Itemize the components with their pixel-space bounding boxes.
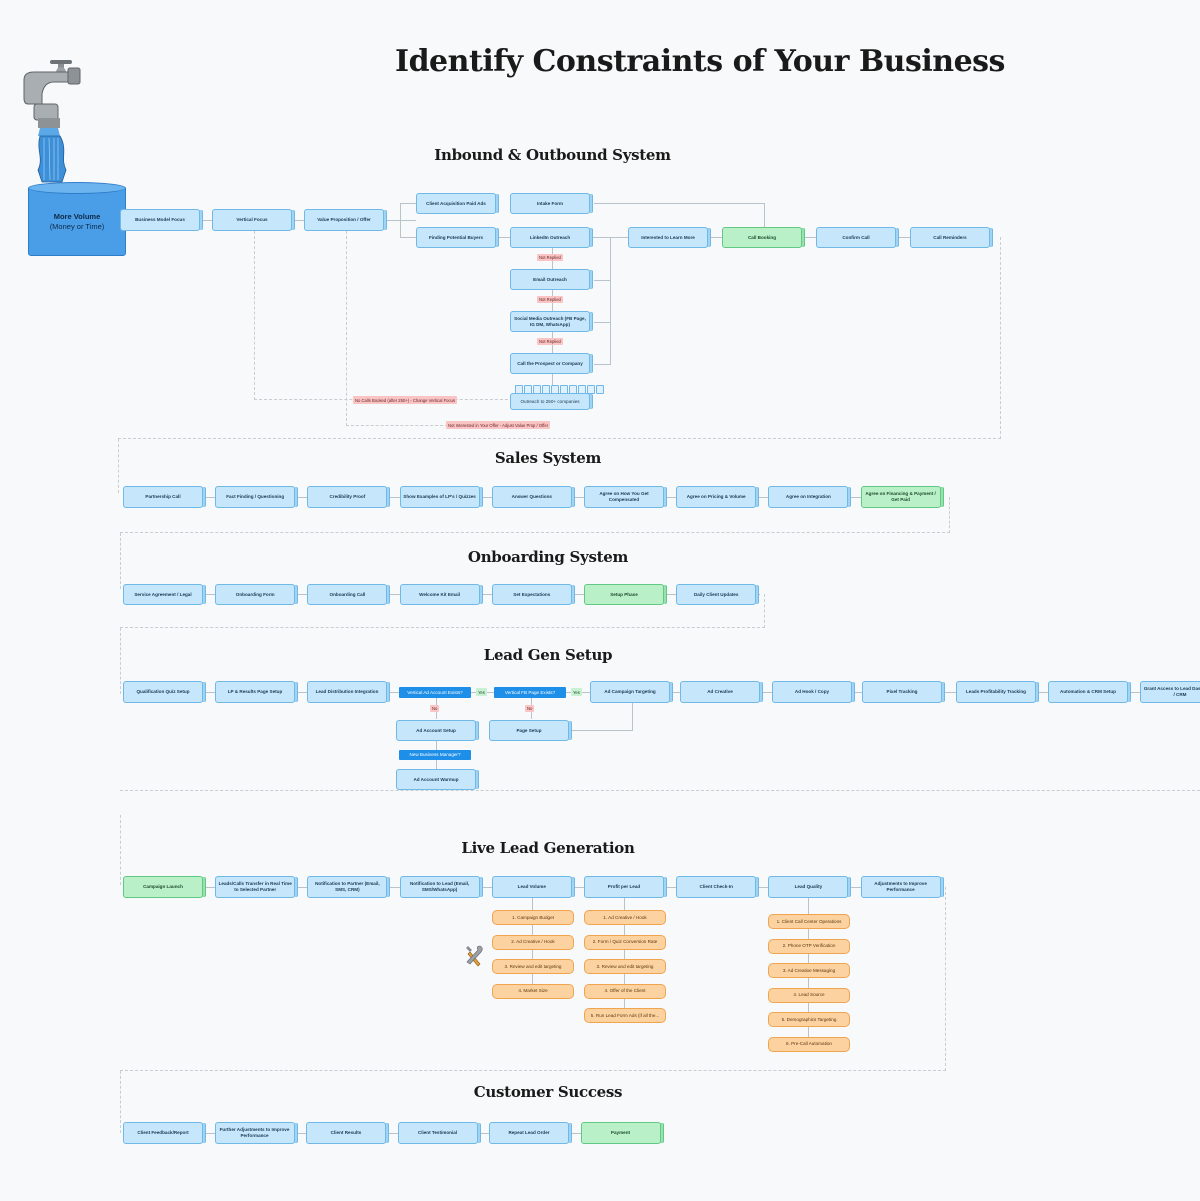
onboarding-node-set-expectations[interactable]: Set Expectations	[491, 584, 572, 605]
success-node-payment[interactable]: Payment	[580, 1122, 661, 1144]
section-title-live: Live Lead Generation	[461, 839, 635, 857]
onboarding-node-daily-client-updates[interactable]: Daily Client Updates	[676, 584, 757, 605]
live-node-lead-volume[interactable]: Lead Volume	[491, 876, 572, 898]
tools-icon	[466, 945, 483, 967]
sales-node-fact-finding-questioning[interactable]: Fact Finding / Questioning	[215, 486, 296, 508]
sales-node-partnership-call[interactable]: Partnership Call	[123, 486, 203, 508]
onboarding-node-onboarding-call[interactable]: Onboarding Call	[307, 584, 388, 605]
tag-not-interested: Not Interested in Your Offer - Adjust Va…	[446, 421, 551, 429]
leadgen-node-grant-access-to-lead-dashboard-crm[interactable]: Grant Access to Lead Dashboard / CRM	[1140, 681, 1200, 703]
check-new-business-manager[interactable]: New Business Manager?	[399, 750, 471, 760]
leadgen-node-lp-results-page-setup[interactable]: LP & Results Page Setup	[215, 681, 295, 703]
success-node-repeat-lead-order[interactable]: Repeat Lead Order	[489, 1122, 569, 1144]
onboarding-node-setup-phase[interactable]: Setup Phase	[584, 584, 664, 605]
sales-node-agree-on-how-you-get-compensated[interactable]: Agree on How You Get Compensated	[584, 486, 664, 508]
onboarding-node-service-agreement-legal[interactable]: Service Agreement / Legal	[123, 584, 203, 605]
onboarding-node-onboarding-form[interactable]: Onboarding Form	[215, 584, 296, 605]
section-title-onboarding: Onboarding System	[467, 548, 629, 566]
node-email-outreach[interactable]: Email Outreach	[510, 269, 590, 290]
node-ad-account-warmup[interactable]: Ad Account Warmup	[396, 769, 476, 790]
node-paid-ads[interactable]: Client Acquisition Paid Ads	[416, 193, 496, 214]
live-node-notification-to-partner-email-sms-crm[interactable]: Notification to Partner (Email, SMS, CRM…	[307, 876, 388, 898]
sales-node-credibility-proof[interactable]: Credibility Proof	[307, 486, 388, 508]
live-node-campaign-launch[interactable]: Campaign Launch	[123, 876, 203, 898]
sales-node-agree-on-pricing-volume[interactable]: Agree on Pricing & Volume	[676, 486, 757, 508]
node-linkedin-outreach[interactable]: LinkedIn Outreach	[510, 227, 590, 248]
node-value-proposition[interactable]: Value Proposition / Offer	[304, 209, 384, 231]
check-fb-page-exists[interactable]: Vertical FB Page Exists?	[494, 687, 566, 698]
profit-factor-4-offer-of-the-client[interactable]: 4. Offer of the Client	[584, 983, 666, 999]
section-title-sales: Sales System	[494, 449, 602, 467]
volume-factor-1-campaign-budget[interactable]: 1. Campaign Budget	[492, 910, 574, 925]
leadgen-node-lead-distribution-integration[interactable]: Lead Distribution Integration	[307, 681, 387, 703]
node-page-setup[interactable]: Page Setup	[489, 720, 569, 741]
source-line1: More Volume	[53, 212, 101, 221]
volume-factor-3-review-and-edit-targeting[interactable]: 3. Review and edit targeting	[492, 959, 574, 974]
node-finding-buyers[interactable]: Finding Potential Buyers	[416, 227, 496, 248]
check-ad-account-exists[interactable]: Vertical Ad Account Exists?	[399, 687, 471, 698]
section-title-inbound: Inbound & Outbound System	[434, 146, 671, 164]
success-node-further-adjustments-to-improve-performan[interactable]: Further Adjustments to Improve Performan…	[214, 1122, 295, 1144]
page-title: Identify Constraints of Your Business	[395, 44, 1005, 79]
quality-factor-2-phone-otp-verification[interactable]: 2. Phone OTP Verification	[768, 938, 850, 954]
section-title-leadgen: Lead Gen Setup	[483, 646, 613, 664]
sales-node-agree-on-financing-payment-get-paid[interactable]: Agree on Financing & Payment / Get Paid	[860, 486, 941, 508]
node-social-outreach[interactable]: Social Media Outreach (FB Page, IG DM, W…	[510, 311, 590, 332]
tag-not-replied-3: Not Replied	[537, 338, 563, 345]
node-outreach-250[interactable]: Outreach to 250+ companies	[510, 393, 590, 410]
faucet-icon	[23, 60, 81, 183]
leadgen-node-ad-hook-copy[interactable]: Ad Hook / Copy	[772, 681, 852, 703]
leadgen-node-automation-crm-setup[interactable]: Automation & CRM Setup	[1048, 681, 1128, 703]
sales-node-agree-on-integration[interactable]: Agree on Integration	[768, 486, 849, 508]
tag-no-1: No	[430, 705, 440, 712]
tag-no-2: No	[525, 705, 535, 712]
node-call-reminders[interactable]: Call Reminders	[910, 227, 990, 248]
live-node-notification-to-lead-email-sms-whatsapp[interactable]: Notification to Lead (Email, SMS/WhatsAp…	[399, 876, 480, 898]
leadgen-node-ad-campaign-targeting[interactable]: Ad Campaign Targeting	[590, 681, 670, 703]
leadgen-node-ad-creative[interactable]: Ad Creative	[680, 681, 760, 703]
tag-no-calls-booked: No Calls Booked (after 250+) - Change Ve…	[353, 396, 457, 404]
node-call-booking[interactable]: Call Booking	[722, 227, 802, 248]
node-intake-form[interactable]: Intake Form	[510, 193, 590, 214]
water-tank-label: More Volume(Money or Time)	[28, 212, 126, 232]
water-tank-top	[28, 182, 126, 194]
tag-not-replied-2: Not Replied	[537, 296, 563, 303]
leadgen-node-leads-profitability-tracking[interactable]: Leads Profitability Tracking	[956, 681, 1036, 703]
quality-factor-6-pre-call-automation[interactable]: 6. Pre-Call Automation	[768, 1036, 850, 1052]
node-ad-account-setup[interactable]: Ad Account Setup	[396, 720, 476, 741]
live-node-client-check-in[interactable]: Client Check-In	[676, 876, 757, 898]
profit-factor-1-ad-creative-hook[interactable]: 1. Ad Creative / Hook	[584, 910, 666, 925]
volume-factor-4-market-size[interactable]: 4. Market Size	[492, 983, 574, 999]
volume-factor-2-ad-creative-hook[interactable]: 2. Ad Creative / Hook	[492, 934, 574, 950]
profit-factor-2-form-quiz-conversion-rate[interactable]: 2. Form / Quiz Conversion Rate	[584, 934, 666, 950]
node-confirm-call[interactable]: Confirm Call	[816, 227, 896, 248]
live-node-leads-calls-transfer-in-real-time-to-sel[interactable]: Leads/Calls Transfer in Real Time to Sel…	[215, 876, 296, 898]
section-title-success: Customer Success	[473, 1083, 623, 1101]
profit-factor-5-run-lead-form-ads-if-all-the[interactable]: 5. Run Lead Form Ads (if all the...	[584, 1008, 666, 1023]
quality-factor-4-lead-source[interactable]: 4. Lead Source	[768, 987, 850, 1003]
onboarding-node-welcome-kit-email[interactable]: Welcome Kit Email	[399, 584, 480, 605]
tag-yes-1: Yes	[476, 688, 487, 696]
tag-yes-2: Yes	[571, 688, 582, 696]
live-node-adjustments-to-improve-performance[interactable]: Adjustments to Improve Performance	[860, 876, 941, 898]
node-business-model-focus[interactable]: Business Model Focus	[120, 209, 200, 231]
quality-factor-3-ad-creative-messaging[interactable]: 3. Ad Creative Messaging	[768, 963, 850, 978]
profit-factor-3-review-and-edit-targeting[interactable]: 3. Review and edit targeting	[584, 959, 666, 974]
tag-not-replied-1: Not Replied	[537, 254, 563, 261]
node-vertical-focus[interactable]: Vertical Focus	[212, 209, 292, 231]
leadgen-node-qualification-quiz-setup[interactable]: Qualification Quiz Setup	[123, 681, 203, 703]
success-node-client-testimonial[interactable]: Client Testimonial	[397, 1122, 478, 1144]
node-call-prospect[interactable]: Call the Prospect or Company	[510, 353, 590, 374]
success-node-client-feedback-report[interactable]: Client Feedback/Report	[123, 1122, 203, 1144]
quality-factor-5-demographics-targeting[interactable]: 5. Demographics Targeting	[768, 1012, 850, 1027]
success-node-client-results[interactable]: Client Results	[306, 1122, 386, 1144]
node-interested[interactable]: Interested to Learn More	[628, 227, 708, 248]
sales-node-answer-questions[interactable]: Answer Questions	[491, 486, 572, 508]
sales-node-show-examples-of-lp-s-quizzes[interactable]: Show Examples of LP's / Quizzes	[399, 486, 480, 508]
live-node-lead-quality[interactable]: Lead Quality	[768, 876, 849, 898]
quality-factor-1-client-call-center-operations[interactable]: 1. Client Call Center Operations	[768, 914, 850, 929]
leadgen-node-pixel-tracking[interactable]: Pixel Tracking	[862, 681, 942, 703]
source-line2: (Money or Time)	[49, 222, 105, 232]
live-node-profit-per-lead[interactable]: Profit per Lead	[584, 876, 664, 898]
